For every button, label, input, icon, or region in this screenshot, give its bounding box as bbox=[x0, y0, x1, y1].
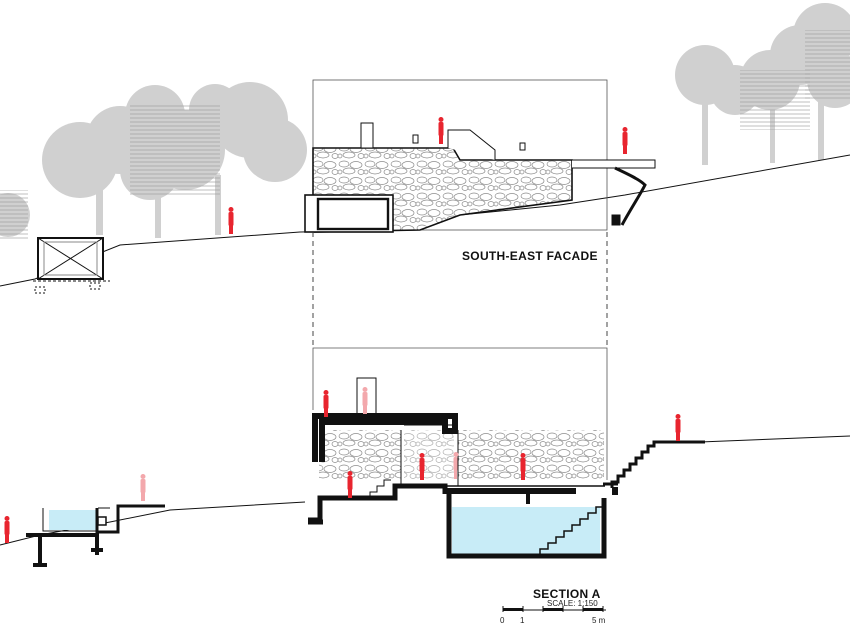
tree-hatching bbox=[0, 30, 850, 240]
section-guide-frame bbox=[312, 347, 608, 480]
section-left-pool-structure bbox=[26, 504, 165, 567]
section-building bbox=[308, 377, 705, 559]
scalebar-tick-5m: 5 m bbox=[592, 616, 606, 625]
facade-building bbox=[304, 79, 656, 345]
facade-figures bbox=[228, 117, 628, 234]
scalebar-tick-0: 0 bbox=[500, 616, 505, 625]
garage-outbuilding bbox=[33, 237, 110, 294]
facade-title: SOUTH-EAST FACADE bbox=[462, 249, 598, 263]
scalebar-tick-1: 1 bbox=[520, 616, 525, 625]
section-title: SECTION A bbox=[533, 587, 601, 601]
section-figures-ghost bbox=[140, 387, 459, 501]
section-scale-label: SCALE: 1:150 bbox=[547, 599, 598, 608]
scale-bar bbox=[502, 606, 606, 612]
section-figures bbox=[4, 390, 681, 543]
section-ground-line bbox=[0, 435, 850, 546]
